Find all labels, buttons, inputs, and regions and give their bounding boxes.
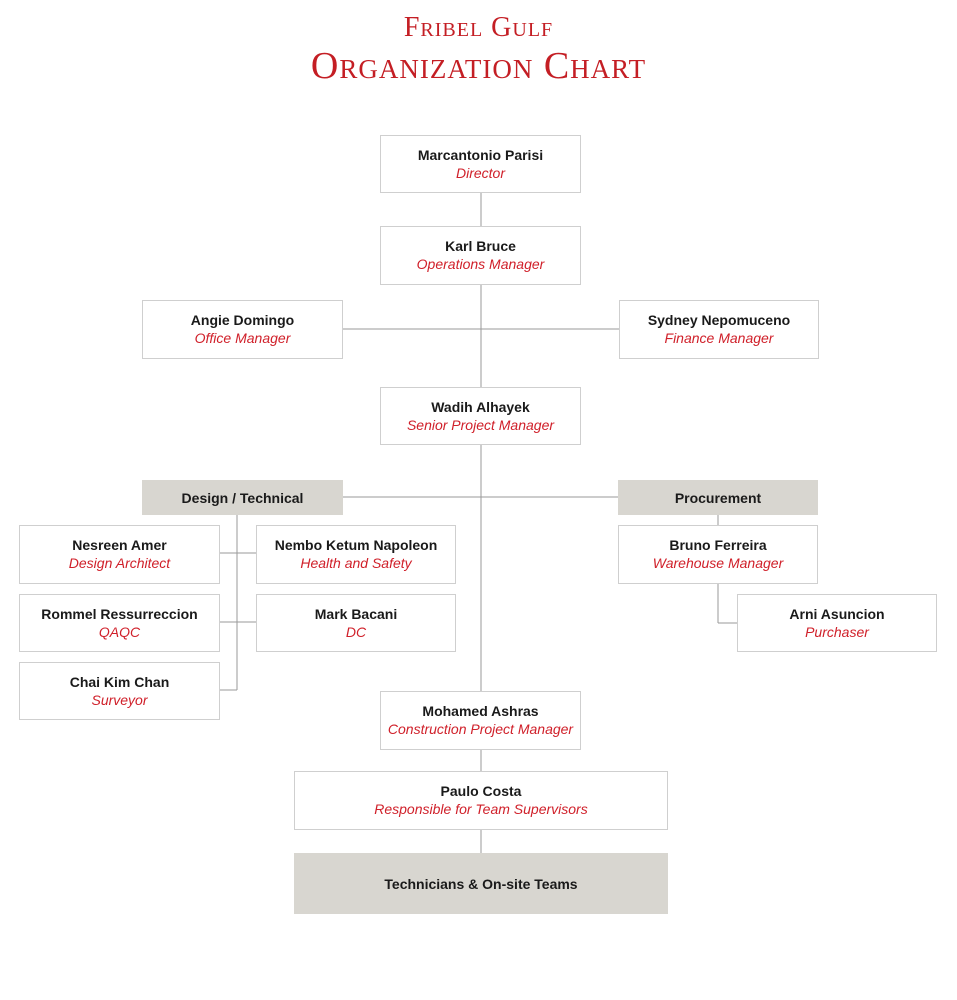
person-name: Karl Bruce [445,238,516,254]
surveyor-box: Chai Kim Chan Surveyor [19,662,220,720]
technicians-teams-group: Technicians & On-site Teams [294,853,668,914]
dc-box: Mark Bacani DC [256,594,456,652]
person-name: Angie Domingo [190,312,295,328]
design-architect-box: Nesreen Amer Design Architect [19,525,220,584]
finance-manager-box: Sydney Nepomuceno Finance Manager [619,300,819,359]
person-name: Nesreen Amer [72,537,167,553]
person-role: Office Manager [194,330,291,346]
person-role: QAQC [98,623,141,640]
person-role: Surveyor [91,691,148,708]
person-role: Director [455,164,505,181]
construction-project-manager-box: Mohamed Ashras Construction Project Mana… [380,691,581,750]
warehouse-manager-box: Bruno Ferreira Warehouse Manager [618,525,818,584]
person-name: Wadih Alhayek [431,398,530,415]
operations-manager-box: Karl Bruce Operations Manager [380,226,581,285]
person-role: Health and Safety [300,555,412,571]
purchaser-box: Arni Asuncion Purchaser [737,594,937,652]
person-role: Operations Manager [416,256,545,272]
team-supervisors-box: Paulo Costa Responsible for Team Supervi… [294,771,668,830]
page-title: Organization Chart [310,45,647,87]
person-name: Mohamed Ashras [422,703,539,719]
person-role: Senior Project Manager [406,416,555,433]
office-manager-box: Angie Domingo Office Manager [142,300,343,359]
person-name: Bruno Ferreira [669,537,767,553]
company-name: Fribel Gulf [403,12,554,43]
person-role: Warehouse Manager [652,555,784,571]
person-name: Rommel Ressurreccion [41,605,198,622]
person-role: Construction Project Manager [387,721,574,737]
person-name: Marcantonio Parisi [417,146,544,163]
person-name: Sydney Nepomuceno [647,312,791,328]
person-role: Design Architect [68,555,171,571]
person-name: Paulo Costa [440,783,522,799]
person-name: Chai Kim Chan [69,673,170,690]
design-technical-group: Design / Technical [142,480,343,515]
director-box: Marcantonio Parisi Director [380,135,581,193]
person-name: Nembo Ketum Napoleon [274,537,438,553]
person-name: Mark Bacani [314,605,398,622]
procurement-group: Procurement [618,480,818,515]
senior-project-manager-box: Wadih Alhayek Senior Project Manager [380,387,581,445]
person-name: Arni Asuncion [789,605,885,622]
person-role: Responsible for Team Supervisors [374,801,588,817]
person-role: Finance Manager [664,330,774,346]
qaqc-box: Rommel Ressurreccion QAQC [19,594,220,652]
health-safety-box: Nembo Ketum Napoleon Health and Safety [256,525,456,584]
person-role: Purchaser [805,623,869,640]
person-role: DC [345,623,367,640]
